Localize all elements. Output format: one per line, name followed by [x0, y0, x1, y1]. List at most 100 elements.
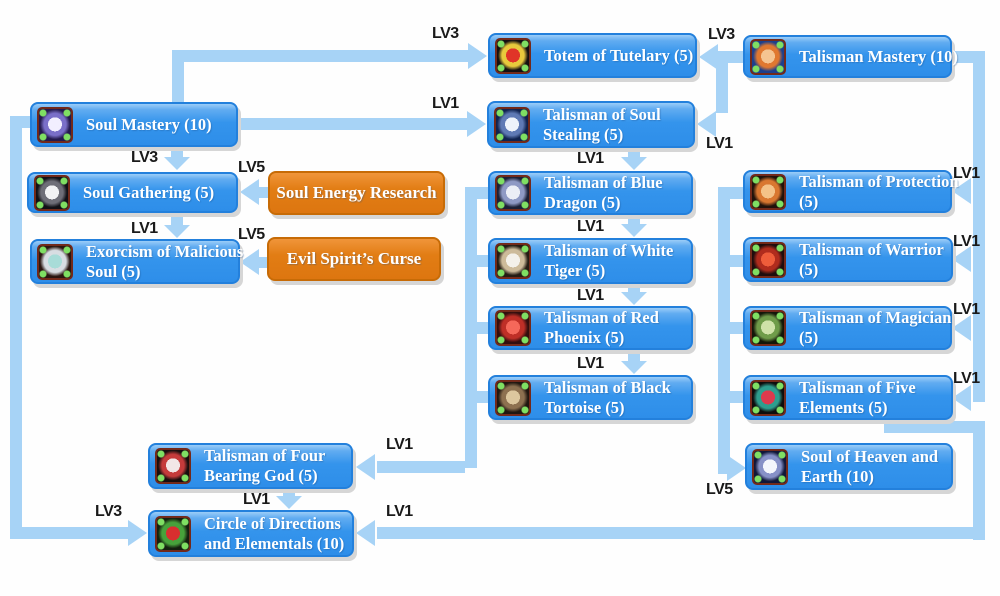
lv-requirement-label: LV1 — [953, 301, 980, 318]
arrowhead-right-icon — [467, 111, 486, 137]
lv-requirement-label: LV3 — [432, 25, 459, 42]
node-label-line: Talisman of Protection — [799, 171, 959, 191]
skill-node-talisman-of-warrior[interactable]: Talisman of Warrior(5) — [743, 237, 953, 282]
node-label-line: Talisman of Magician — [799, 308, 952, 327]
node-label-line: Soul of Heaven and — [801, 446, 939, 466]
arrowhead-right-icon — [128, 520, 147, 546]
node-label-line: and Elementals (10) — [204, 533, 345, 553]
connector-line — [172, 50, 468, 62]
arrowhead-left-icon — [952, 385, 971, 411]
connector-line — [973, 51, 985, 402]
lv-requirement-label: LV3 — [95, 503, 122, 520]
node-label-line: Tiger (5) — [544, 261, 606, 280]
arrowhead-left-icon — [952, 178, 971, 204]
arrowhead-left-icon — [356, 520, 375, 546]
node-label-line: Talisman of White — [544, 241, 674, 260]
talisman-of-four-bearing-god-icon — [155, 448, 191, 484]
skill-node-soul-gathering[interactable]: Soul Gathering (5) — [27, 172, 238, 213]
node-label-line: Tortoise (5) — [544, 397, 625, 417]
node-label-line: Talisman of Five — [799, 377, 916, 397]
lv-requirement-label: LV1 — [577, 218, 604, 235]
connector-line — [718, 187, 730, 474]
connector-line — [730, 255, 744, 267]
talisman-of-red-phoenix-icon — [495, 310, 531, 346]
connector-line — [283, 489, 295, 498]
connector-line — [628, 148, 640, 159]
node-label-line: Phoenix (5) — [544, 328, 625, 347]
connector-line — [172, 50, 184, 103]
talisman-mastery-icon — [750, 38, 786, 75]
soul-mastery-icon — [37, 106, 73, 143]
node-label-line: Dragon (5) — [544, 193, 621, 212]
node-label-line: Soul (5) — [86, 261, 141, 281]
connector-line — [884, 421, 985, 433]
skill-node-soul-mastery[interactable]: Soul Mastery (10) — [30, 102, 238, 147]
connector-line — [10, 527, 129, 539]
lv-requirement-label: LV1 — [577, 287, 604, 304]
skill-node-talisman-mastery[interactable]: Talisman Mastery (10) — [743, 35, 958, 78]
talisman-of-five-elements-icon — [750, 379, 786, 416]
node-label-line: Earth (10) — [801, 466, 874, 486]
node-label: Evil Spirit’s Curse — [287, 249, 421, 269]
connector-line — [628, 284, 640, 295]
node-label: Soul Gathering (5) — [83, 183, 214, 203]
lv-requirement-label: LV1 — [953, 233, 980, 250]
arrowhead-left-icon — [699, 44, 718, 70]
lv-requirement-label: LV1 — [131, 220, 158, 237]
arrowhead-down-icon — [621, 157, 647, 170]
connector-line — [730, 187, 744, 199]
node-label-line: Evil Spirit’s Curse — [286, 249, 422, 268]
lv-requirement-label: LV1 — [243, 491, 270, 508]
arrowhead-left-icon — [240, 249, 259, 275]
arrowhead-down-icon — [621, 292, 647, 305]
research-node-soul-energy-research[interactable]: Soul Energy Research — [268, 171, 445, 215]
lv-requirement-label: LV1 — [706, 135, 733, 152]
talisman-of-soul-stealing-icon — [494, 106, 530, 143]
node-label-line: Soul Energy Research — [276, 183, 437, 202]
connector-line — [477, 255, 488, 267]
connector-line — [238, 118, 468, 130]
connector-line — [730, 391, 744, 403]
node-label: Talisman of Protection(5) — [799, 172, 959, 212]
node-label: Soul Energy Research — [276, 183, 436, 203]
totem-of-tutelary-icon — [495, 37, 531, 74]
research-node-evil-spirit-curse[interactable]: Evil Spirit’s Curse — [267, 237, 441, 281]
skill-node-totem-of-tutelary[interactable]: Totem of Tutelary (5) — [488, 33, 697, 78]
connector-line — [256, 257, 270, 268]
lv-requirement-label: LV1 — [577, 355, 604, 372]
lv-requirement-label: LV5 — [238, 226, 265, 243]
node-label-line: (5) — [799, 259, 819, 279]
arrowhead-right-icon — [727, 455, 746, 481]
node-label-line: Talisman of Black — [544, 377, 671, 397]
node-label-line: Soul Mastery (10) — [86, 114, 212, 134]
skill-node-talisman-of-magician[interactable]: Talisman of Magician(5) — [743, 306, 952, 350]
arrowhead-left-icon — [356, 454, 375, 480]
lv-requirement-label: LV1 — [953, 370, 980, 387]
lv-requirement-label: LV1 — [953, 165, 980, 182]
connector-line — [256, 187, 270, 198]
node-label-line: Talisman of Soul — [543, 104, 661, 124]
arrowhead-down-icon — [164, 225, 190, 238]
skill-node-talisman-of-protection[interactable]: Talisman of Protection(5) — [743, 170, 959, 213]
talisman-of-white-tiger-icon — [495, 243, 531, 279]
arrowhead-down-icon — [276, 496, 302, 509]
node-label-line: Stealing (5) — [543, 124, 624, 144]
node-label-line: Talisman of Four — [204, 446, 326, 465]
